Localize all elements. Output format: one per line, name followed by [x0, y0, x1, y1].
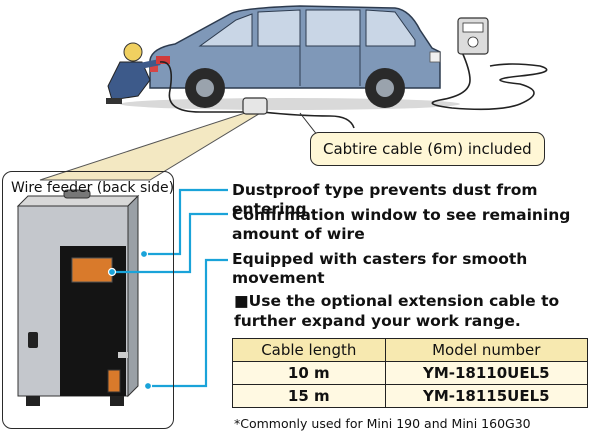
- wire-feeder-panel: Wire feeder (back side): [2, 171, 174, 429]
- leader-dots: [107, 249, 153, 391]
- feature-casters: Equipped with casters for smooth movemen…: [232, 250, 528, 287]
- header-model-number: Model number: [384, 338, 589, 362]
- table-row: 15 m YM-18115UEL5: [232, 384, 589, 408]
- cell-model-number: YM-18115UEL5: [384, 384, 589, 408]
- power-cable: [431, 51, 548, 111]
- feature-leaders: [112, 188, 228, 388]
- torch-cable: [159, 61, 248, 113]
- feature-dustproof: Dustproof type prevents dust from enteri…: [232, 181, 538, 218]
- feature-window-line1: Confirmation window to see remaining: [232, 206, 571, 224]
- worker: [106, 42, 170, 104]
- zoom-beam: [39, 111, 264, 181]
- car-shadow: [120, 98, 460, 110]
- panel-title: Wire feeder (back side): [11, 180, 175, 196]
- cell-model-number: YM-18110UEL5: [384, 361, 589, 385]
- extension-note-line2: further expand your work range.: [234, 312, 521, 330]
- cell-cable-length: 10 m: [232, 361, 386, 385]
- cabtire-cable-callout: Cabtire cable (6m) included: [310, 132, 545, 166]
- model-table: Cable length Model number 10 m YM-18110U…: [232, 338, 589, 408]
- table-row: 10 m YM-18110UEL5: [232, 361, 589, 385]
- power-source: [457, 17, 489, 55]
- cell-cable-length: 15 m: [232, 384, 386, 408]
- supply-cable: [261, 111, 355, 129]
- feature-window-line2: amount of wire: [232, 225, 365, 243]
- extension-note-line1: ■Use the optional extension cable to: [234, 292, 560, 310]
- footnote: *Commonly used for Mini 190 and Mini 160…: [234, 416, 531, 431]
- feeder-small: [242, 97, 268, 115]
- confirmation-window: [71, 257, 113, 283]
- table-header-row: Cable length Model number: [232, 338, 589, 362]
- extension-note: ■Use the optional extension cable to fur…: [234, 291, 559, 331]
- wire-feeder-box: [16, 189, 140, 406]
- header-cable-length: Cable length: [232, 338, 386, 362]
- car: [149, 5, 441, 108]
